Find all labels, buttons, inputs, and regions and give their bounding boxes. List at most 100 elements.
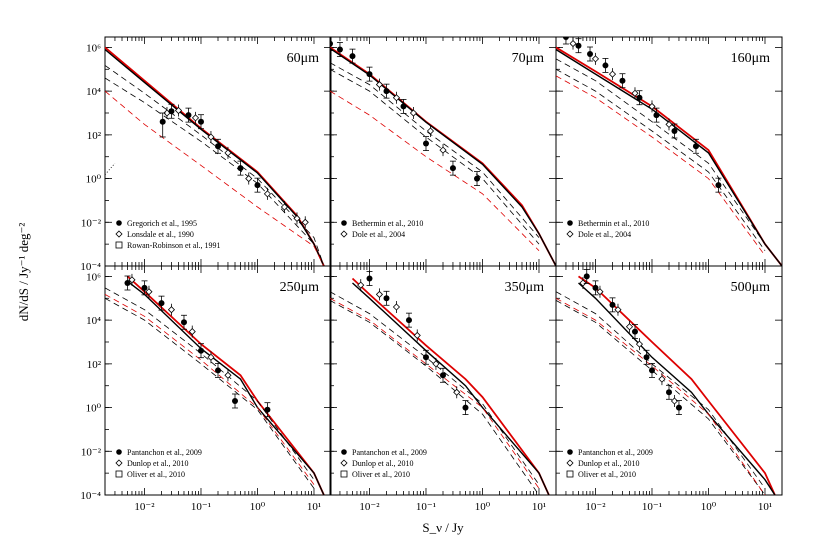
x-tick-label: 10⁰ bbox=[475, 501, 491, 513]
series-comp_dash_2 bbox=[330, 300, 540, 495]
x-tick-label: 10⁻¹ bbox=[191, 501, 211, 513]
series-comp_dash_1 bbox=[105, 65, 325, 266]
open-point bbox=[145, 288, 153, 296]
panel-data bbox=[330, 271, 550, 495]
legend-label: Pantanchon et al., 2009 bbox=[352, 448, 427, 457]
y-tick-label: 10⁻² bbox=[81, 217, 102, 229]
filled-point bbox=[197, 347, 204, 354]
panel-title: 70μm bbox=[512, 51, 545, 66]
legend-symbol-open-square bbox=[115, 241, 123, 249]
series-model_black bbox=[578, 282, 776, 495]
legend-symbol-open-diamond bbox=[115, 459, 123, 467]
y-axis-label: dN/dS / Jy⁻¹ deg⁻² bbox=[16, 223, 31, 322]
filled-point bbox=[474, 175, 481, 182]
series-comp_dash_1 bbox=[556, 58, 766, 245]
x-tick-label: 10⁻¹ bbox=[642, 501, 662, 513]
open-point bbox=[596, 288, 604, 296]
panel-title: 350μm bbox=[505, 280, 545, 295]
open-point bbox=[569, 40, 577, 48]
legend-symbol-filled-circle bbox=[567, 449, 573, 455]
series-comp_dash_2 bbox=[105, 297, 315, 489]
legend-symbol-filled-circle bbox=[341, 449, 347, 455]
open-point bbox=[224, 149, 232, 157]
y-tick-label: 10⁻⁴ bbox=[80, 261, 101, 273]
legend-symbol-open-diamond bbox=[566, 230, 574, 238]
open-point bbox=[439, 146, 447, 154]
filled-point bbox=[405, 317, 412, 324]
open-point bbox=[631, 89, 639, 97]
filled-point bbox=[264, 406, 271, 413]
y-tick-label: 10⁻⁴ bbox=[80, 490, 101, 502]
y-tick-label: 10⁴ bbox=[86, 315, 101, 327]
filled-point bbox=[602, 62, 609, 69]
open-point bbox=[357, 281, 365, 289]
filled-point bbox=[383, 295, 390, 302]
open-point bbox=[207, 133, 215, 141]
open-point bbox=[128, 276, 136, 284]
panel-data bbox=[105, 46, 325, 266]
x-tick-label: 10⁻² bbox=[134, 501, 155, 513]
open-point bbox=[579, 279, 587, 287]
filled-point bbox=[330, 40, 333, 47]
open-point bbox=[670, 397, 679, 405]
open-point bbox=[174, 106, 183, 115]
series-model_black bbox=[556, 48, 782, 266]
filled-point bbox=[619, 77, 626, 84]
panel-data bbox=[330, 37, 556, 266]
filled-point bbox=[643, 354, 650, 361]
filled-point bbox=[631, 328, 638, 335]
filled-point bbox=[422, 354, 429, 361]
series-comp_dash_1 bbox=[105, 287, 315, 480]
legend-label: Dunlop et al., 2010 bbox=[578, 459, 640, 468]
open-point bbox=[375, 290, 384, 299]
series-comp_dash_2 bbox=[330, 68, 540, 245]
filled-point bbox=[609, 301, 616, 308]
legend-label: Pantanchon et al., 2009 bbox=[578, 448, 653, 457]
filled-point bbox=[653, 112, 660, 119]
filled-point bbox=[562, 37, 569, 40]
series-comp_red_dash bbox=[105, 294, 315, 485]
open-point bbox=[188, 328, 196, 336]
x-tick-label: 10⁰ bbox=[250, 501, 266, 513]
open-point bbox=[453, 388, 461, 396]
filled-point bbox=[168, 108, 175, 115]
filled-point bbox=[636, 94, 643, 101]
filled-point bbox=[197, 118, 204, 125]
legend-label: Bethermin et al., 2010 bbox=[578, 219, 649, 228]
filled-point bbox=[180, 319, 187, 326]
x-tick-label: 10¹ bbox=[307, 501, 321, 513]
open-point bbox=[191, 114, 200, 122]
series-comp_dotted bbox=[105, 163, 116, 175]
panel-data bbox=[556, 269, 776, 495]
y-tick-label: 10² bbox=[87, 130, 102, 142]
series-comp_dash_2 bbox=[556, 300, 766, 495]
series-comp_red_dash bbox=[330, 90, 540, 251]
series-comp_red_dash bbox=[330, 297, 540, 489]
open-point bbox=[392, 94, 401, 102]
filled-point bbox=[587, 51, 594, 58]
legend-label: Bethermin et al., 2010 bbox=[352, 219, 423, 228]
series-comp_dash_2 bbox=[105, 77, 325, 266]
open-point bbox=[591, 55, 600, 63]
legend-label: Dole et al., 2004 bbox=[578, 230, 631, 239]
open-point bbox=[224, 371, 232, 379]
open-point bbox=[280, 203, 289, 211]
legend-label: Dole et al., 2004 bbox=[352, 230, 405, 239]
panel-data bbox=[556, 37, 782, 266]
open-point bbox=[409, 109, 418, 117]
filled-point bbox=[237, 165, 244, 172]
open-point bbox=[207, 353, 215, 361]
filled-point bbox=[215, 143, 221, 150]
open-point bbox=[413, 331, 421, 339]
y-tick-label: 10⁴ bbox=[86, 86, 101, 98]
filled-point bbox=[671, 128, 678, 135]
x-axis-label: S_ν / Jy bbox=[422, 520, 464, 535]
legend-symbol-open-diamond bbox=[566, 459, 574, 467]
filled-point bbox=[232, 397, 239, 404]
filled-point bbox=[440, 372, 446, 379]
